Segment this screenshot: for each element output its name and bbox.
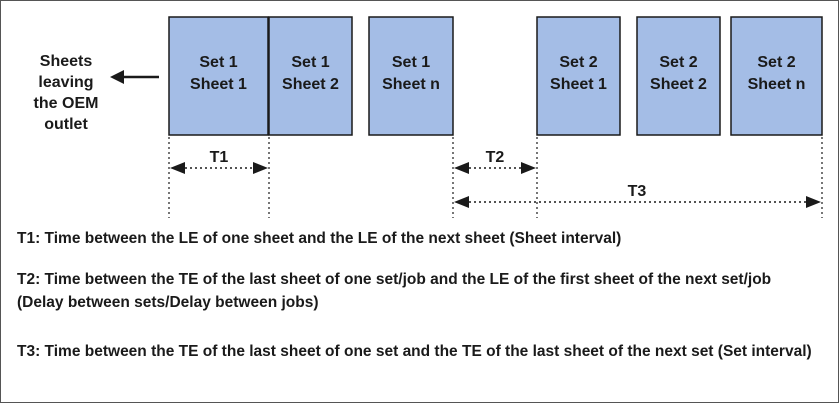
outlet-arrow-icon (110, 70, 124, 84)
t1-definition: T1: Time between the LE of one sheet and… (17, 230, 622, 247)
sheet-set-label: Set 1 (392, 54, 430, 71)
t3-label: T3 (628, 183, 647, 200)
sheet-box-set1-sheet1: Set 1 Sheet 1 (168, 16, 269, 136)
sheet-box-set1-sheet2: Set 1 Sheet 2 (268, 16, 353, 136)
sheet-set-label: Set 1 (291, 54, 329, 71)
t2-definition: T2: Time between the TE of the last shee… (17, 271, 772, 311)
sheet-number-label: Sheet n (382, 76, 440, 93)
sheet-box-set2-sheet2: Set 2 Sheet 2 (636, 16, 721, 136)
sheet-number-label: Sheet 1 (550, 76, 607, 93)
sheet-set-label: Set 2 (559, 54, 597, 71)
sheet-box-set2-sheet1: Set 2 Sheet 1 (536, 16, 621, 136)
arrow-right-icon (521, 162, 536, 174)
sheet-timing-diagram: Sheets leaving the OEM outlet Set 1 Shee… (34, 16, 823, 218)
sheet-number-label: Sheet 2 (282, 76, 339, 93)
sheet-set-label: Set 1 (199, 54, 237, 71)
outlet-label-line-3: the OEM (34, 95, 99, 112)
arrow-left-icon (454, 196, 469, 208)
t1-dimension: T1 (170, 149, 268, 174)
t2-dimension: T2 (454, 149, 536, 174)
outlet-label-line-2: leaving (38, 74, 93, 91)
t3-definition: T3: Time between the TE of the last shee… (17, 343, 812, 360)
sheet-box-set1-sheetn: Set 1 Sheet n (368, 16, 454, 136)
sheet-box-set2-sheetn: Set 2 Sheet n (730, 16, 823, 136)
arrow-right-icon (253, 162, 268, 174)
sheet-set-label: Set 2 (757, 54, 795, 71)
sheet-number-label: Sheet n (748, 76, 806, 93)
sheet-number-label: Sheet 2 (650, 76, 707, 93)
arrow-right-icon (806, 196, 821, 208)
t2-label: T2 (486, 149, 505, 166)
arrow-left-icon (170, 162, 185, 174)
t1-label: T1 (210, 149, 229, 166)
arrow-left-icon (454, 162, 469, 174)
t3-dimension: T3 (454, 183, 821, 208)
sheet-set-label: Set 2 (659, 54, 697, 71)
sheet-number-label: Sheet 1 (190, 76, 247, 93)
outlet-label-line-4: outlet (44, 116, 88, 133)
outlet-label-line-1: Sheets (40, 53, 93, 70)
